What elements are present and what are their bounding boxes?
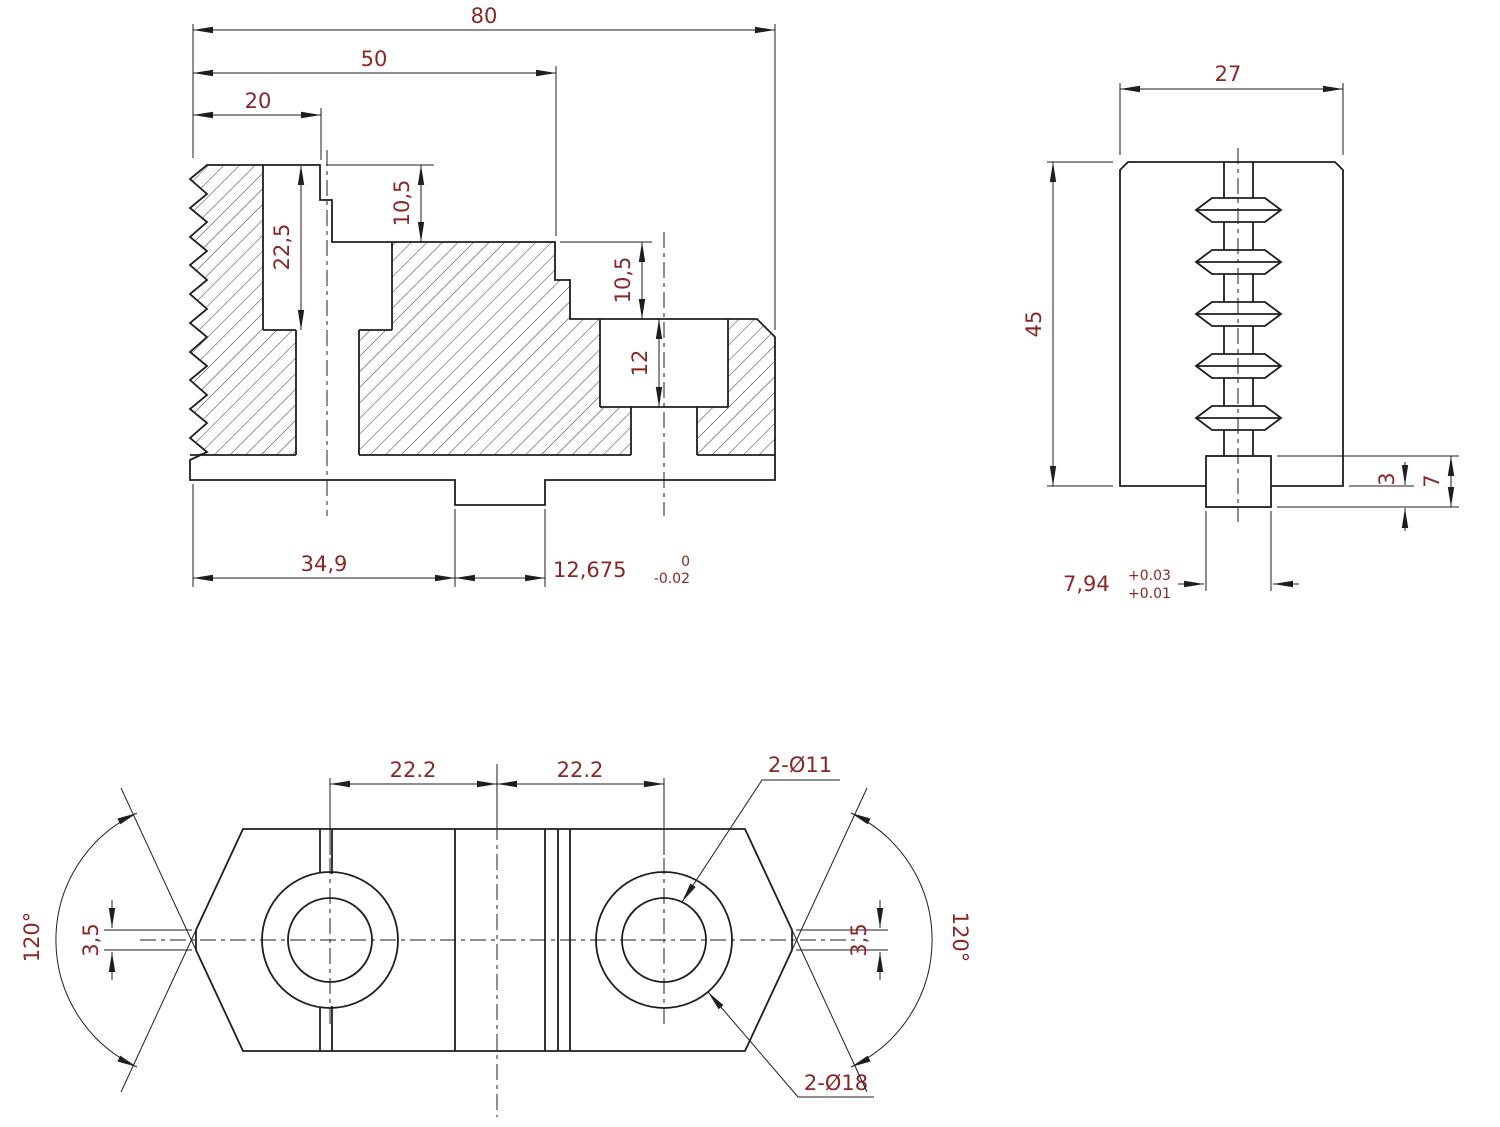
dim-10-5-lower: 10,5 — [560, 241, 652, 319]
hatch-region — [728, 319, 775, 455]
dim-20: 20 — [193, 89, 322, 160]
dim-10-5-upper: 10,5 — [326, 164, 434, 242]
end-view: 27 45 3 7 7,94 +0.0 — [1022, 62, 1459, 602]
hatch-region — [359, 330, 392, 455]
angle-arc — [55, 812, 138, 1068]
dim-label-22-2-right: 22.2 — [557, 758, 604, 782]
dim-label-22-5: 22,5 — [270, 224, 294, 271]
hatch-region — [190, 165, 296, 455]
dim-label-7-94: 7,94 — [1063, 572, 1110, 596]
dim-label-34-9: 34,9 — [301, 552, 348, 576]
dim-label-7-94-tol-lower: +0.01 — [1128, 586, 1171, 602]
dim-label-12-675-tol-upper: 0 — [681, 554, 690, 570]
dim-label-20: 20 — [245, 89, 272, 113]
dim-label-12-675-tol-lower: -0.02 — [654, 571, 690, 587]
dim-label-2-d11: 2-Ø11 — [768, 753, 832, 777]
dim-label-3: 3 — [1375, 472, 1399, 485]
dim-label-10-5-upper: 10,5 — [390, 180, 414, 227]
dim-50: 50 — [193, 47, 557, 236]
dim-label-45: 45 — [1022, 311, 1046, 338]
hatch-region — [600, 407, 631, 455]
jaw-section-outline — [188, 164, 776, 506]
leader-2-d18: 2-Ø18 — [707, 991, 874, 1098]
dim-45: 45 — [1022, 161, 1113, 487]
dim-22-2-left: 22.2 — [329, 758, 498, 855]
leader-line — [681, 779, 840, 903]
dim-label-10-5-lower: 10,5 — [611, 257, 635, 304]
dim-120-left: 120° — [20, 787, 197, 1093]
dim-label-120-left: 120° — [20, 912, 44, 963]
leader-line — [707, 991, 874, 1098]
angle-line — [120, 787, 197, 951]
dim-label-50: 50 — [361, 47, 388, 71]
dim-label-3-5-left: 3,5 — [79, 923, 103, 956]
screw-slot-left — [262, 165, 393, 455]
dim-label-7-94-tol-upper: +0.03 — [1128, 568, 1171, 584]
dim-label-80: 80 — [471, 4, 498, 28]
angle-arc — [850, 812, 933, 1068]
dim-label-12-675: 12,675 — [553, 558, 626, 582]
step-edges — [319, 829, 571, 1051]
dim-80: 80 — [192, 4, 776, 330]
dim-label-120-right: 120° — [948, 912, 972, 963]
dim-12: 12 — [628, 319, 663, 407]
dim-label-22-2-left: 22.2 — [390, 758, 437, 782]
dim-7: 7 — [1277, 455, 1459, 508]
hatch-region — [697, 407, 728, 455]
hatch-region — [392, 242, 600, 455]
dim-3: 3 — [1349, 462, 1414, 531]
dim-label-12: 12 — [628, 350, 652, 377]
serration-column — [1194, 162, 1283, 456]
leader-2-d11: 2-Ø11 — [681, 753, 840, 903]
dim-27: 27 — [1119, 62, 1344, 155]
dim-label-27: 27 — [1215, 62, 1242, 86]
dim-7-94: 7,94 +0.03 +0.01 — [1063, 511, 1299, 602]
dim-22-2-right: 22.2 — [497, 758, 665, 855]
end-view-outline — [1119, 161, 1344, 487]
dim-label-7: 7 — [1420, 474, 1444, 487]
side-section-view: 80 50 20 10,5 22,5 10,5 — [188, 4, 776, 587]
angle-line — [120, 929, 197, 1093]
dim-12-675: 12,675 0 -0.02 — [455, 509, 690, 587]
dim-34-9: 34,9 — [192, 484, 456, 587]
dim-label-2-d18: 2-Ø18 — [804, 1071, 868, 1095]
dim-22-5: 22,5 — [270, 165, 305, 330]
plan-view: 22.2 22.2 2-Ø11 2-Ø18 3,5 — [20, 753, 972, 1117]
dim-120-right: 120° — [791, 787, 972, 1093]
dim-label-3-5-right: 3,5 — [847, 923, 871, 956]
